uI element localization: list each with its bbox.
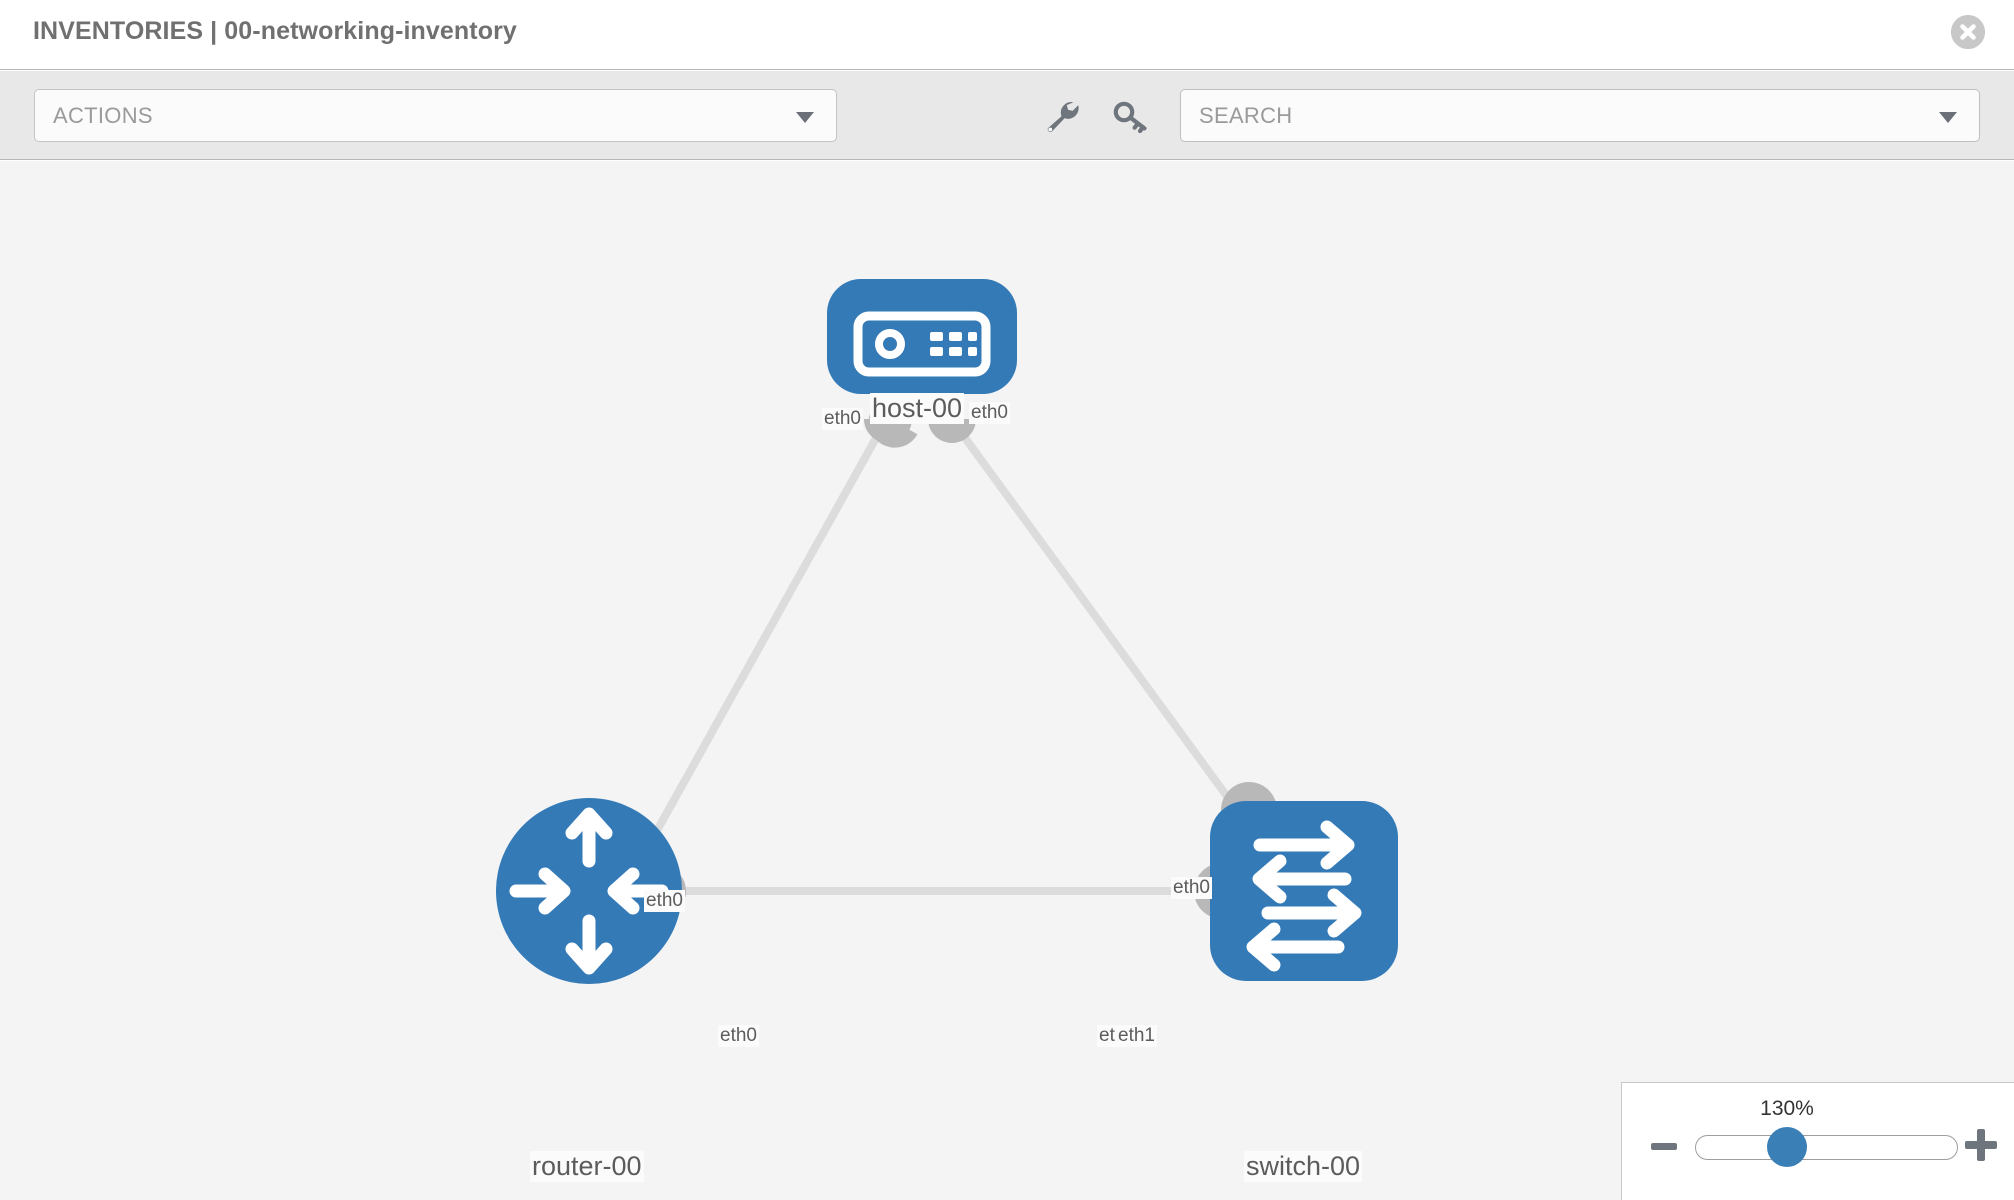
toolbar: ACTIONS SEARCH	[0, 71, 2014, 160]
edge-label-switch-eth0-up: eth0	[1171, 877, 1212, 899]
node-router-00-shape	[496, 798, 682, 984]
edge-label-host-eth0-left: eth0	[822, 408, 863, 430]
node-host-00	[827, 279, 1017, 394]
topology-graph	[496, 279, 1398, 984]
topology-connectors	[634, 395, 1277, 919]
switch-arrows-icon	[1246, 820, 1362, 972]
server-icon	[853, 311, 991, 377]
link-host-switch	[956, 428, 1249, 824]
zoom-level-value: 130%	[1760, 1097, 1814, 1120]
edge-label-host-eth0-right: eth0	[969, 402, 1010, 424]
node-switch-00-shape	[1210, 801, 1398, 981]
zoom-slider-thumb[interactable]	[1767, 1127, 1807, 1167]
wrench-icon[interactable]	[1043, 99, 1083, 133]
plus-icon[interactable]	[1965, 1129, 1997, 1161]
edge-label-switch-eth1: eth1	[1116, 1025, 1157, 1047]
edge-label-router-eth0: eth0	[718, 1025, 759, 1047]
zoom-slider-track[interactable]	[1695, 1135, 1958, 1160]
chevron-down-icon	[796, 112, 814, 123]
key-icon[interactable]	[1111, 99, 1151, 133]
topology-links	[636, 428, 1249, 895]
node-label-host-00: host-00	[870, 393, 965, 424]
node-router-00	[496, 798, 682, 984]
search-placeholder: SEARCH	[1199, 103, 1293, 128]
node-label-switch-00: switch-00	[1244, 1151, 1363, 1182]
page-title: INVENTORIES | 00-networking-inventory	[33, 17, 517, 45]
close-icon[interactable]	[1951, 15, 1985, 49]
node-label-router-00: router-00	[530, 1151, 644, 1182]
link-host-router	[636, 429, 884, 863]
zoom-control-panel: 130%	[1621, 1082, 2014, 1200]
actions-dropdown-label: ACTIONS	[53, 103, 153, 128]
topology-canvas[interactable]: eth0 eth0 eth0 eth0 eth0 eth0 eth1 host-…	[0, 161, 2014, 1200]
edge-label-router-eth0-up: eth0	[644, 890, 685, 912]
chevron-down-icon	[1939, 112, 1957, 123]
node-host-00-shape	[827, 279, 1017, 394]
node-switch-00	[1210, 801, 1398, 981]
page-header: INVENTORIES | 00-networking-inventory	[0, 0, 2014, 70]
actions-dropdown[interactable]: ACTIONS	[34, 89, 837, 142]
router-arrows-icon	[509, 807, 669, 975]
minus-icon[interactable]	[1650, 1133, 1678, 1161]
search-input[interactable]: SEARCH	[1180, 89, 1980, 142]
